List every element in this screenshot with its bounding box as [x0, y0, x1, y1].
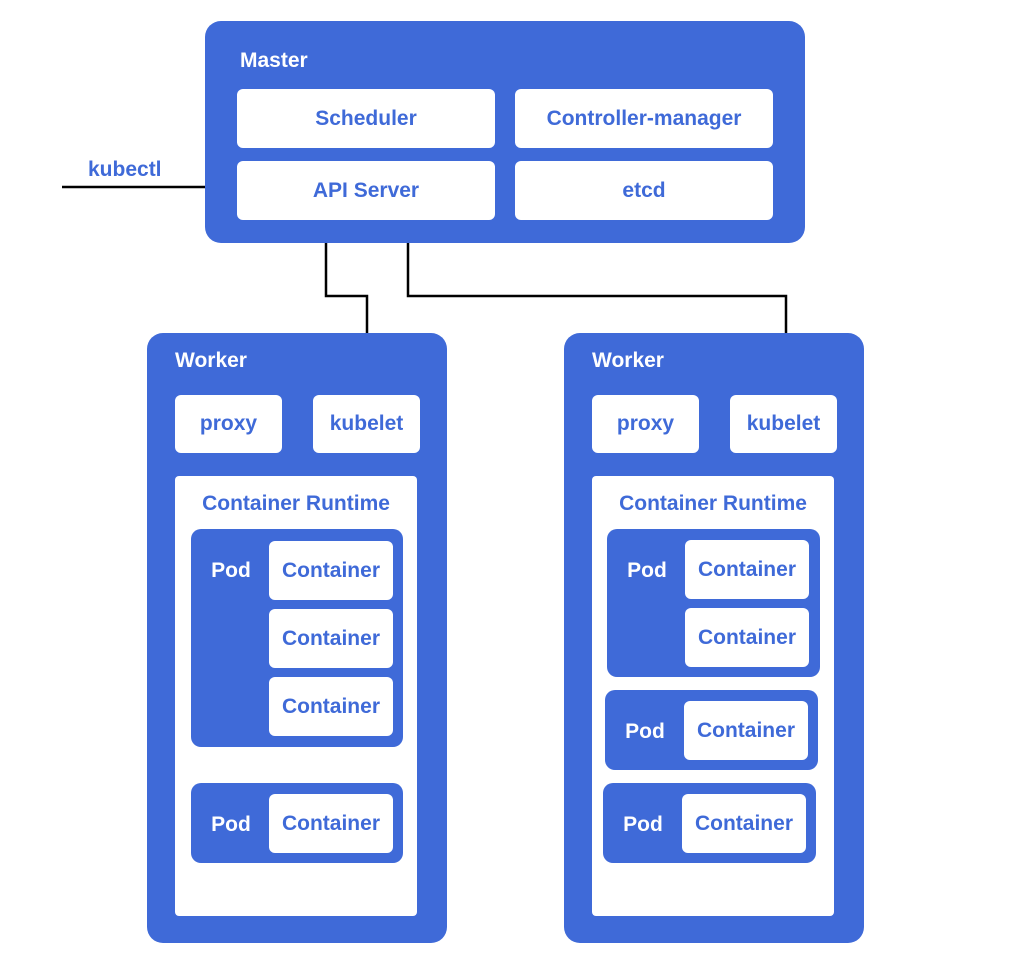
container-box: Container [269, 794, 393, 853]
controller-manager-component: Controller-manager [515, 89, 773, 148]
proxy-component: proxy [592, 395, 699, 453]
etcd-component: etcd [515, 161, 773, 220]
pod: Pod Container [603, 783, 816, 863]
master-title: Master [240, 49, 308, 72]
proxy-component: proxy [175, 395, 282, 453]
container-box: Container [685, 608, 809, 667]
container-runtime: Container Runtime Pod Container Containe… [592, 476, 834, 916]
container-box: Container [685, 540, 809, 599]
pod-label: Pod [625, 720, 665, 743]
worker-title: Worker [175, 349, 247, 372]
pod-label: Pod [623, 813, 663, 836]
container-box: Container [269, 609, 393, 668]
pod: Pod Container Container [607, 529, 820, 677]
container-box: Container [269, 677, 393, 736]
kubelet-component: kubelet [730, 395, 837, 453]
scheduler-component: Scheduler [237, 89, 495, 148]
pod-label: Pod [627, 559, 667, 582]
api-server-component: API Server [237, 161, 495, 220]
container-runtime-title: Container Runtime [619, 492, 807, 515]
pod-label: Pod [211, 813, 251, 836]
kubelet-component: kubelet [313, 395, 420, 453]
container-runtime-title: Container Runtime [202, 492, 390, 515]
pod: Pod Container Container Container [191, 529, 403, 747]
kubectl-label: kubectl [88, 158, 162, 181]
worker-node: Worker proxy kubelet Container Runtime P… [564, 333, 864, 943]
container-runtime: Container Runtime Pod Container Containe… [175, 476, 417, 916]
container-box: Container [684, 701, 808, 760]
pod-label: Pod [211, 559, 251, 582]
container-box: Container [682, 794, 806, 853]
worker-node: Worker proxy kubelet Container Runtime P… [147, 333, 447, 943]
pod: Pod Container [191, 783, 403, 863]
container-box: Container [269, 541, 393, 600]
worker-title: Worker [592, 349, 664, 372]
pod: Pod Container [605, 690, 818, 770]
master-node: Master Scheduler Controller-manager API … [205, 21, 805, 243]
